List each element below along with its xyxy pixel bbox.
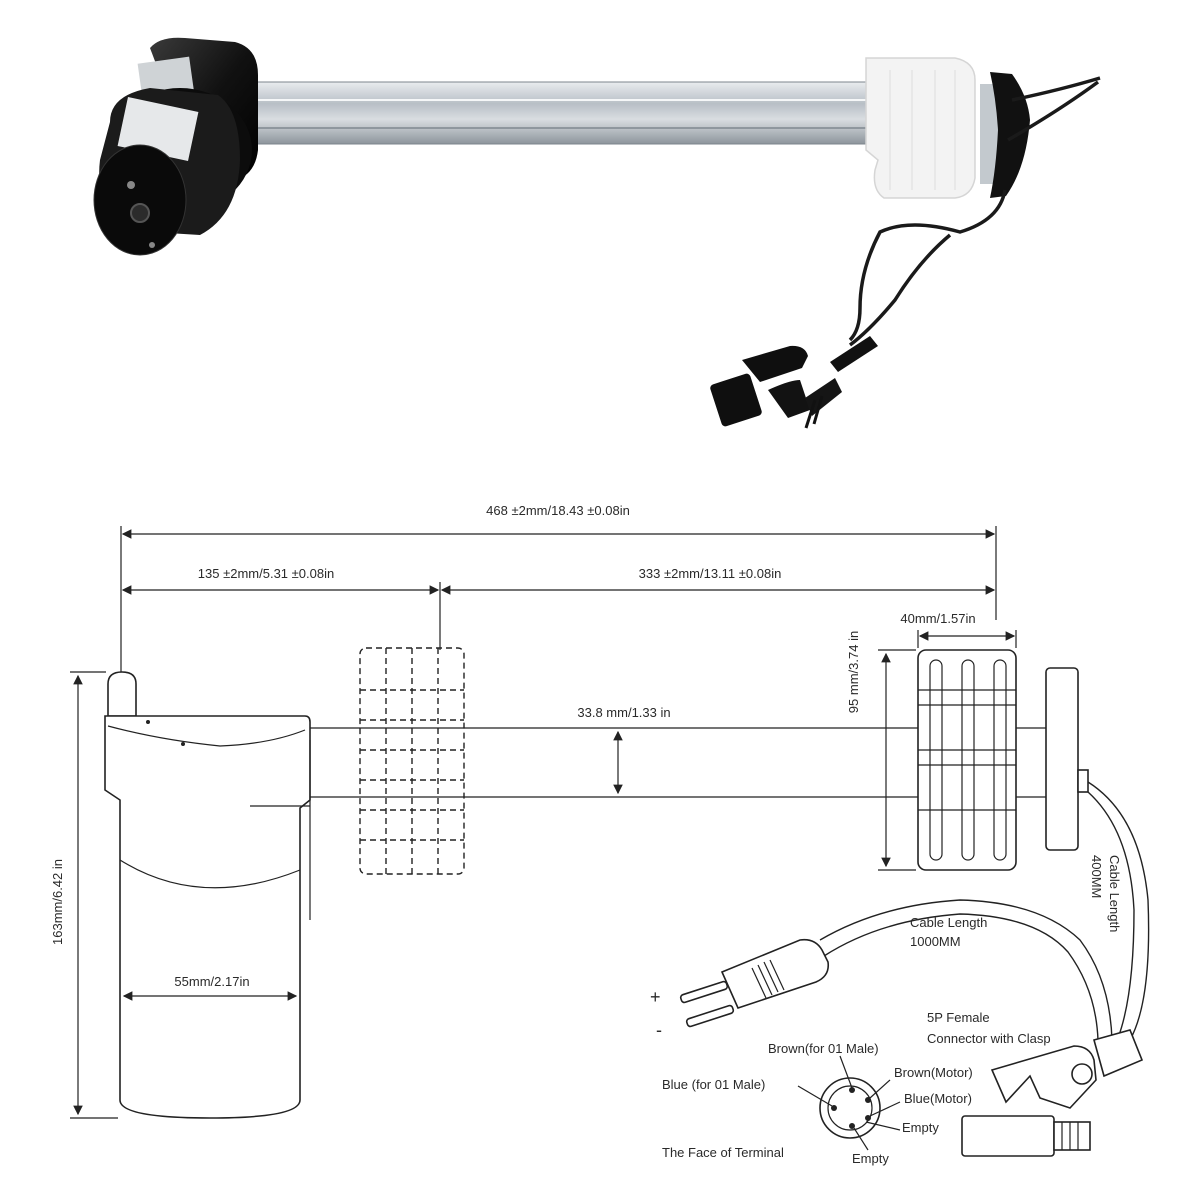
motor-section-dimension: 135 ±2mm/5.31 ±0.08in xyxy=(121,566,440,595)
pin-label-brown-01: Brown(for 01 Male) xyxy=(768,1041,879,1056)
motor-cable-length-label: Cable Length xyxy=(1107,855,1122,932)
bracket-width-dimension: 40mm/1.57in xyxy=(900,611,1017,648)
plug-minus-sign: - xyxy=(656,1020,662,1040)
technical-drawing: 468 ±2mm/18.43 ±0.08in 135 ±2mm/5.31 ±0.… xyxy=(50,503,1150,1166)
end-cap-outline xyxy=(1045,667,1089,851)
motor-width-label: 55mm/2.17in xyxy=(174,974,249,989)
pin-label-blue-01: Blue (for 01 Male) xyxy=(662,1077,765,1092)
connector-title-line2: Connector with Clasp xyxy=(927,1031,1051,1046)
actuator-cable xyxy=(848,76,1101,347)
bracket-height-label: 95 mm/3.74 in xyxy=(846,631,861,713)
motor-outline xyxy=(104,671,311,1119)
product-photo xyxy=(93,37,1101,429)
extension-lines xyxy=(120,526,997,675)
tube-diameter-label: 33.8 mm/1.33 in xyxy=(577,705,670,720)
plug-plus-sign: + xyxy=(650,987,661,1007)
actuator-end-cap xyxy=(990,72,1030,198)
rear-bracket-outline xyxy=(917,649,1017,871)
bracket-height-dimension: 95 mm/3.74 in xyxy=(846,631,916,871)
overall-length-dimension: 468 ±2mm/18.43 ±0.08in xyxy=(121,503,996,539)
overall-length-label: 468 ±2mm/18.43 ±0.08in xyxy=(486,503,630,518)
cable-lines xyxy=(819,781,1150,1041)
pin-label-empty-1: Empty xyxy=(902,1120,939,1135)
motor-width-dimension: 55mm/2.17in xyxy=(122,974,298,1001)
front-clamp-outline xyxy=(359,647,465,875)
stroke-section-label: 333 ±2mm/13.11 ±0.08in xyxy=(639,566,782,581)
stroke-section-dimension: 333 ±2mm/13.11 ±0.08in xyxy=(440,566,996,595)
tube-diameter-dimension: 33.8 mm/1.33 in xyxy=(577,705,671,795)
connector-title-line1: 5P Female xyxy=(927,1010,990,1025)
actuator-rear-bracket xyxy=(865,57,998,199)
actuator-plug xyxy=(710,336,878,429)
pin-label-empty-2: Empty xyxy=(852,1151,889,1166)
plug-cable-length-label: Cable Length xyxy=(910,915,987,930)
bracket-width-label: 40mm/1.57in xyxy=(900,611,975,626)
two-pin-plug: + - xyxy=(650,938,830,1040)
actuator-tube xyxy=(224,81,906,145)
pin-label-blue-motor: Blue(Motor) xyxy=(904,1091,972,1106)
pin-label-brown-motor: Brown(Motor) xyxy=(894,1065,973,1080)
motor-section-label: 135 ±2mm/5.31 ±0.08in xyxy=(198,566,334,581)
motor-height-dimension: 163mm/6.42 in xyxy=(50,671,118,1119)
motor-height-label: 163mm/6.42 in xyxy=(50,859,65,945)
motor-cable-length-value: 400MM xyxy=(1089,855,1104,898)
five-pin-connector: 5P Female Connector with Clasp xyxy=(927,1010,1144,1157)
actuator-motor xyxy=(93,37,258,256)
plug-cable-length-value: 1000MM xyxy=(910,934,961,949)
terminal-face-label: The Face of Terminal xyxy=(662,1145,784,1160)
terminal-face: Brown(for 01 Male) Blue (for 01 Male) Br… xyxy=(662,1041,973,1166)
